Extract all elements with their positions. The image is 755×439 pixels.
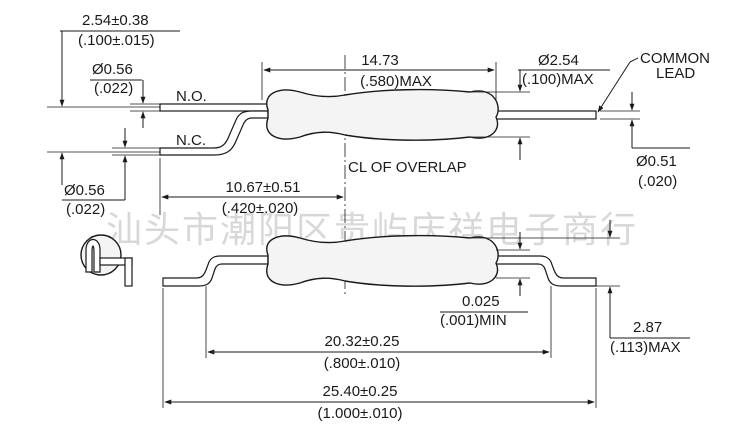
common-dia-mm: Ø0.51	[636, 153, 677, 170]
bend-span-mm: 20.32±0.25	[325, 333, 400, 350]
lead-dia-bottom-in: (.022)	[66, 201, 105, 218]
common-leader-a	[629, 57, 639, 63]
nc-label: N.C.	[176, 132, 206, 149]
lead-dia-top-mm: Ø0.56	[92, 61, 133, 78]
end-view-lead-down	[124, 257, 133, 287]
lead-dia-bottom-mm: Ø0.56	[64, 182, 105, 199]
body-length-mm: 14.73	[361, 52, 399, 69]
glass-body-top	[266, 88, 499, 141]
gap-in: (.001)MIN	[440, 312, 507, 329]
body-dia-in: (.100)MAX	[522, 71, 594, 88]
overlap-mm: 10.67±0.51	[226, 179, 301, 196]
common-leader-b	[597, 61, 631, 113]
common-lead	[491, 110, 597, 120]
common-label-line1: COMMON	[640, 50, 710, 67]
overall-in: (1.000±.010)	[318, 405, 403, 422]
bend-span-in: (.800±.010)	[324, 355, 401, 372]
side-right-lead	[491, 255, 597, 287]
side-left-lead	[162, 255, 269, 287]
height-in: (.113)MAX	[610, 339, 681, 356]
no-label: N.O.	[176, 88, 207, 105]
no-lead	[159, 103, 269, 112]
gap-mm: 0.025	[462, 293, 500, 310]
lead-dia-top-in: (.022)	[94, 80, 133, 97]
body-length-in: (.580)MAX	[360, 73, 432, 90]
pitch-mm: 2.54±0.38	[82, 12, 149, 29]
overlap-label: CL OF OVERLAP	[348, 159, 467, 176]
glass-body-side	[266, 234, 499, 287]
overlap-in: (.420±.020)	[222, 200, 299, 217]
height-mm: 2.87	[633, 319, 662, 336]
overall-mm: 25.40±0.25	[323, 383, 398, 400]
end-view-lead-loop	[85, 238, 101, 273]
common-dia-in: (.020)	[638, 173, 677, 190]
pitch-in: (.100±.015)	[78, 32, 155, 49]
body-dia-mm: Ø2.54	[538, 52, 579, 69]
common-label-line2: LEAD	[656, 65, 695, 82]
